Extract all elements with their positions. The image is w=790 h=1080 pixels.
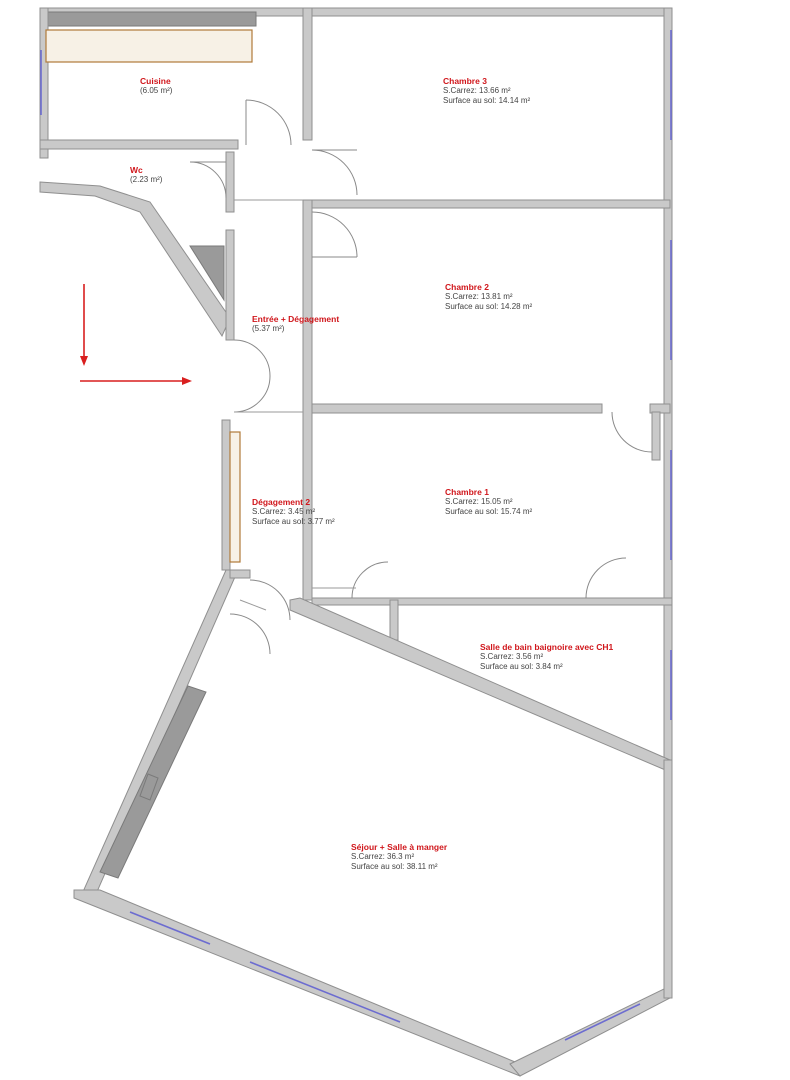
room-entree-name: Entrée + Dégagement <box>252 314 340 324</box>
room-chambre2-sol: Surface au sol: 14.28 m² <box>445 302 533 311</box>
room-cuisine: Cuisine (6.05 m²) <box>140 76 172 96</box>
entry-arrow-icon <box>80 284 192 385</box>
room-wc-area: (2.23 m²) <box>130 175 163 184</box>
wall-sejour-bottom-right <box>509 985 671 1077</box>
room-degagement2-sol: Surface au sol: 3.77 m² <box>252 517 335 526</box>
room-chambre2-name: Chambre 2 <box>445 282 489 292</box>
technical-shaft <box>189 245 225 302</box>
room-sdb-sol: Surface au sol: 3.84 m² <box>480 662 563 671</box>
room-chambre3: Chambre 3 S.Carrez: 13.66 m² Surface au … <box>443 76 530 106</box>
door-kitchen[interactable] <box>245 99 292 146</box>
door-closet[interactable] <box>611 411 653 453</box>
room-sdb-name: Salle de bain baignoire avec CH1 <box>480 642 614 652</box>
closet-wall <box>651 411 661 461</box>
wall-deg2-left <box>221 419 231 571</box>
door-entry-2[interactable] <box>233 375 271 413</box>
room-cuisine-area: (6.05 m²) <box>140 86 173 95</box>
room-chambre3-sol: Surface au sol: 14.14 m² <box>443 96 531 105</box>
wall-sejour-diagonal <box>289 597 671 773</box>
door-entry-1[interactable] <box>233 339 271 377</box>
room-sejour-sol: Surface au sol: 38.11 m² <box>351 862 438 871</box>
wall-hinge <box>229 569 251 579</box>
wall-corridor-right <box>302 199 313 601</box>
opening-line-4 <box>239 599 267 611</box>
room-wc-name: Wc <box>130 165 143 175</box>
room-chambre1: Chambre 1 S.Carrez: 15.05 m² Surface au … <box>445 487 532 517</box>
room-entree: Entrée + Dégagement (5.37 m²) <box>252 314 339 334</box>
wall-right-lower <box>663 759 673 999</box>
room-chambre1-carrez: S.Carrez: 15.05 m² <box>445 497 513 506</box>
room-sejour: Séjour + Salle à manger S.Carrez: 36.3 m… <box>351 842 447 872</box>
wall-ch2-ch1 <box>311 403 603 414</box>
room-degagement2: Dégagement 2 S.Carrez: 3.45 m² Surface a… <box>252 497 335 527</box>
wall-ch3-ch2 <box>311 199 671 209</box>
room-wc: Wc (2.23 m²) <box>130 165 162 185</box>
window-sejour-2 <box>249 961 401 1023</box>
room-sejour-name: Séjour + Salle à manger <box>351 842 448 852</box>
door-ch2[interactable] <box>311 211 358 258</box>
kitchen-counter-top <box>45 11 257 27</box>
wall-left-upper <box>39 7 49 159</box>
room-sejour-carrez: S.Carrez: 36.3 m² <box>351 852 415 861</box>
room-degagement2-name: Dégagement 2 <box>252 497 311 507</box>
wall-sejour-left <box>81 569 239 895</box>
room-chambre1-sol: Surface au sol: 15.74 m² <box>445 507 533 516</box>
room-sdb-carrez: S.Carrez: 3.56 m² <box>480 652 544 661</box>
wall-kitchen-right <box>302 7 313 141</box>
kitchen-worktop <box>45 29 253 63</box>
window-sejour-1 <box>129 911 211 945</box>
storage-shelf <box>229 431 241 563</box>
window-sejour-3 <box>564 1003 641 1041</box>
wall-niche <box>139 773 159 801</box>
room-sdb: Salle de bain baignoire avec CH1 S.Carre… <box>480 642 613 672</box>
door-ch1[interactable] <box>351 561 389 599</box>
door-wc[interactable] <box>189 161 227 199</box>
room-entree-area: (5.37 m²) <box>252 324 285 333</box>
wall-wc-right <box>225 151 235 213</box>
door-sejour[interactable] <box>249 579 291 621</box>
door-sdb[interactable] <box>585 557 627 599</box>
room-chambre3-name: Chambre 3 <box>443 76 487 86</box>
wall-kitchen-bottom <box>39 139 239 150</box>
wall-sdb-left <box>389 599 399 641</box>
wall-sejour-bottom <box>73 889 521 1077</box>
room-degagement2-carrez: S.Carrez: 3.45 m² <box>252 507 316 516</box>
room-chambre2-carrez: S.Carrez: 13.81 m² <box>445 292 513 301</box>
room-cuisine-name: Cuisine <box>140 76 171 86</box>
wall-entry-left <box>225 229 235 341</box>
room-chambre3-carrez: S.Carrez: 13.66 m² <box>443 86 511 95</box>
door-ch3[interactable] <box>311 149 358 196</box>
room-chambre2: Chambre 2 S.Carrez: 13.81 m² Surface au … <box>445 282 532 312</box>
wall-ch1-bottom <box>311 597 673 606</box>
room-chambre1-name: Chambre 1 <box>445 487 489 497</box>
door-sejour-2[interactable] <box>229 613 271 655</box>
wall-wc-bottom <box>39 181 231 338</box>
